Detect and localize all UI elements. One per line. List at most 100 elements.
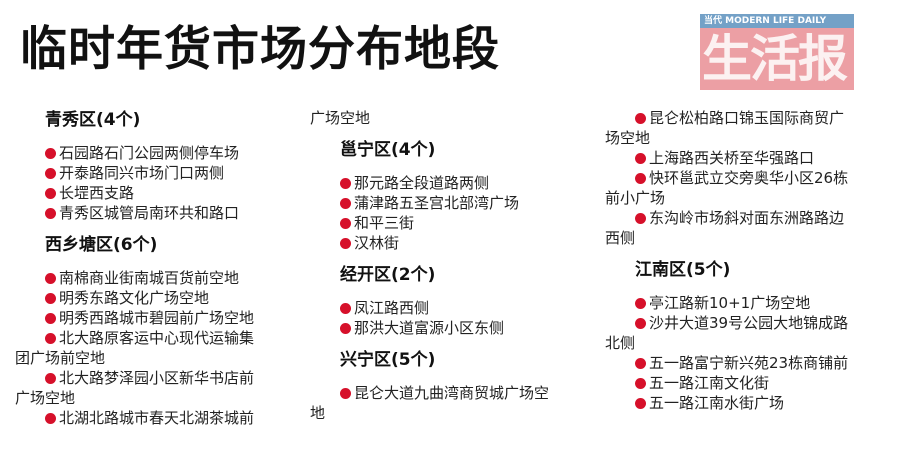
red-dot-bullet-icon bbox=[45, 273, 56, 284]
item-text: 和平三街 bbox=[354, 214, 415, 232]
red-dot-bullet-icon bbox=[635, 398, 646, 409]
item-text: 亭江路新10+1广场空地 bbox=[649, 294, 811, 312]
item-text: 汉林街 bbox=[354, 234, 400, 252]
district-header: 江南区(5个) bbox=[635, 260, 731, 280]
item-line: 场空地 bbox=[605, 128, 895, 148]
item-line: 西侧 bbox=[605, 228, 895, 248]
item-text: 明秀西路城市碧园前广场空地 bbox=[59, 309, 255, 327]
item-text: 沙井大道39号公园大地锦成路 bbox=[649, 314, 849, 332]
item-text: 蒲津路五圣宫北部湾广场 bbox=[354, 194, 520, 212]
market-location-item: 东沟岭市场斜对面东洲路路边西侧 bbox=[605, 208, 895, 248]
red-dot-bullet-icon bbox=[340, 198, 351, 209]
item-line: 五一路江南文化街 bbox=[605, 373, 895, 393]
market-location-item: 上海路西关桥至华强路口 bbox=[605, 148, 895, 168]
item-line: 明秀西路城市碧园前广场空地 bbox=[15, 308, 305, 328]
item-text: 北湖北路城市春天北湖茶城前 bbox=[59, 409, 255, 427]
item-text: 五一路江南文化街 bbox=[649, 374, 770, 392]
market-location-item: 北湖北路城市春天北湖茶城前 bbox=[15, 408, 305, 428]
item-line: 石园路石门公园两侧停车场 bbox=[15, 143, 305, 163]
red-dot-bullet-icon bbox=[340, 388, 351, 399]
market-location-item: 快环邕武立交旁奥华小区26栋前小广场 bbox=[605, 168, 895, 208]
red-dot-bullet-icon bbox=[635, 153, 646, 164]
market-location-item: 汉林街 bbox=[310, 233, 600, 253]
market-location-item: 沙井大道39号公园大地锦成路北侧 bbox=[605, 313, 895, 353]
market-location-item: 开泰路同兴市场门口两侧 bbox=[15, 163, 305, 183]
red-dot-bullet-icon bbox=[635, 318, 646, 329]
market-location-item: 南棉商业街南城百货前空地 bbox=[15, 268, 305, 288]
item-line: 开泰路同兴市场门口两侧 bbox=[15, 163, 305, 183]
red-dot-bullet-icon bbox=[45, 208, 56, 219]
column-1: 青秀区(4个)石园路石门公园两侧停车场开泰路同兴市场门口两侧长堽西支路青秀区城管… bbox=[15, 108, 305, 428]
red-dot-bullet-icon bbox=[340, 323, 351, 334]
item-text: 长堽西支路 bbox=[59, 184, 135, 202]
item-line: 南棉商业街南城百货前空地 bbox=[15, 268, 305, 288]
item-line: 凤江路西侧 bbox=[310, 298, 600, 318]
item-line: 长堽西支路 bbox=[15, 183, 305, 203]
item-text: 昆仑大道九曲湾商贸城广场空 bbox=[354, 384, 550, 402]
market-location-item: 北大路原客运中心现代运输集团广场前空地 bbox=[15, 328, 305, 368]
market-location-item: 昆仑大道九曲湾商贸城广场空地 bbox=[310, 383, 600, 423]
item-line: 上海路西关桥至华强路口 bbox=[605, 148, 895, 168]
red-dot-bullet-icon bbox=[45, 373, 56, 384]
red-dot-bullet-icon bbox=[45, 413, 56, 424]
item-line: 广场空地 bbox=[310, 108, 600, 128]
district-header: 西乡塘区(6个) bbox=[45, 235, 158, 255]
red-dot-bullet-icon bbox=[635, 378, 646, 389]
item-line: 汉林街 bbox=[310, 233, 600, 253]
market-location-item: 五一路江南水街广场 bbox=[605, 393, 895, 413]
red-dot-bullet-icon bbox=[635, 213, 646, 224]
district-header: 经开区(2个) bbox=[340, 265, 436, 285]
item-text: 石园路石门公园两侧停车场 bbox=[59, 144, 240, 162]
market-location-item: 蒲津路五圣宫北部湾广场 bbox=[310, 193, 600, 213]
district-header: 邕宁区(4个) bbox=[340, 140, 436, 160]
item-text: 上海路西关桥至华强路口 bbox=[649, 149, 815, 167]
newspaper-watermark-logo: 当代 MODERN LIFE DAILY 生活报 bbox=[700, 14, 854, 90]
item-line: 五一路江南水街广场 bbox=[605, 393, 895, 413]
item-text: 五一路富宁新兴苑23栋商铺前 bbox=[649, 354, 849, 372]
red-dot-bullet-icon bbox=[340, 218, 351, 229]
item-line: 团广场前空地 bbox=[15, 348, 305, 368]
market-location-item: 凤江路西侧 bbox=[310, 298, 600, 318]
district-header: 兴宁区(5个) bbox=[340, 350, 436, 370]
item-line: 地 bbox=[310, 403, 600, 423]
item-line: 北侧 bbox=[605, 333, 895, 353]
red-dot-bullet-icon bbox=[635, 358, 646, 369]
item-text: 那元路全段道路两侧 bbox=[354, 174, 490, 192]
item-continuation: 广场空地 bbox=[310, 108, 600, 128]
red-dot-bullet-icon bbox=[45, 188, 56, 199]
item-text: 南棉商业街南城百货前空地 bbox=[59, 269, 240, 287]
market-location-item: 亭江路新10+1广场空地 bbox=[605, 293, 895, 313]
item-line: 广场空地 bbox=[15, 388, 305, 408]
watermark-band: 当代 MODERN LIFE DAILY bbox=[700, 14, 854, 28]
market-location-item: 北大路梦泽园小区新华书店前广场空地 bbox=[15, 368, 305, 408]
market-location-item: 明秀东路文化广场空地 bbox=[15, 288, 305, 308]
red-dot-bullet-icon bbox=[635, 298, 646, 309]
market-location-item: 明秀西路城市碧园前广场空地 bbox=[15, 308, 305, 328]
red-dot-bullet-icon bbox=[45, 293, 56, 304]
item-line: 那洪大道富源小区东侧 bbox=[310, 318, 600, 338]
item-line: 五一路富宁新兴苑23栋商铺前 bbox=[605, 353, 895, 373]
item-line: 蒲津路五圣宫北部湾广场 bbox=[310, 193, 600, 213]
market-location-item: 五一路富宁新兴苑23栋商铺前 bbox=[605, 353, 895, 373]
item-text: 快环邕武立交旁奥华小区26栋 bbox=[649, 169, 849, 187]
market-location-item: 那元路全段道路两侧 bbox=[310, 173, 600, 193]
item-text: 前小广场 bbox=[605, 189, 666, 207]
item-text: 地 bbox=[310, 404, 326, 422]
red-dot-bullet-icon bbox=[45, 313, 56, 324]
item-text: 北大路原客运中心现代运输集 bbox=[59, 329, 255, 347]
item-text: 团广场前空地 bbox=[15, 349, 106, 367]
red-dot-bullet-icon bbox=[340, 238, 351, 249]
market-location-item: 和平三街 bbox=[310, 213, 600, 233]
item-line: 北湖北路城市春天北湖茶城前 bbox=[15, 408, 305, 428]
item-text: 北侧 bbox=[605, 334, 636, 352]
market-location-item: 长堽西支路 bbox=[15, 183, 305, 203]
item-text: 明秀东路文化广场空地 bbox=[59, 289, 210, 307]
red-dot-bullet-icon bbox=[45, 333, 56, 344]
item-line: 明秀东路文化广场空地 bbox=[15, 288, 305, 308]
item-text: 东沟岭市场斜对面东洲路路边 bbox=[649, 209, 845, 227]
item-line: 昆仑松柏路口锦玉国际商贸广 bbox=[605, 108, 895, 128]
item-line: 亭江路新10+1广场空地 bbox=[605, 293, 895, 313]
item-text: 开泰路同兴市场门口两侧 bbox=[59, 164, 225, 182]
column-3: 昆仑松柏路口锦玉国际商贸广场空地上海路西关桥至华强路口快环邕武立交旁奥华小区26… bbox=[605, 108, 895, 413]
red-dot-bullet-icon bbox=[45, 168, 56, 179]
